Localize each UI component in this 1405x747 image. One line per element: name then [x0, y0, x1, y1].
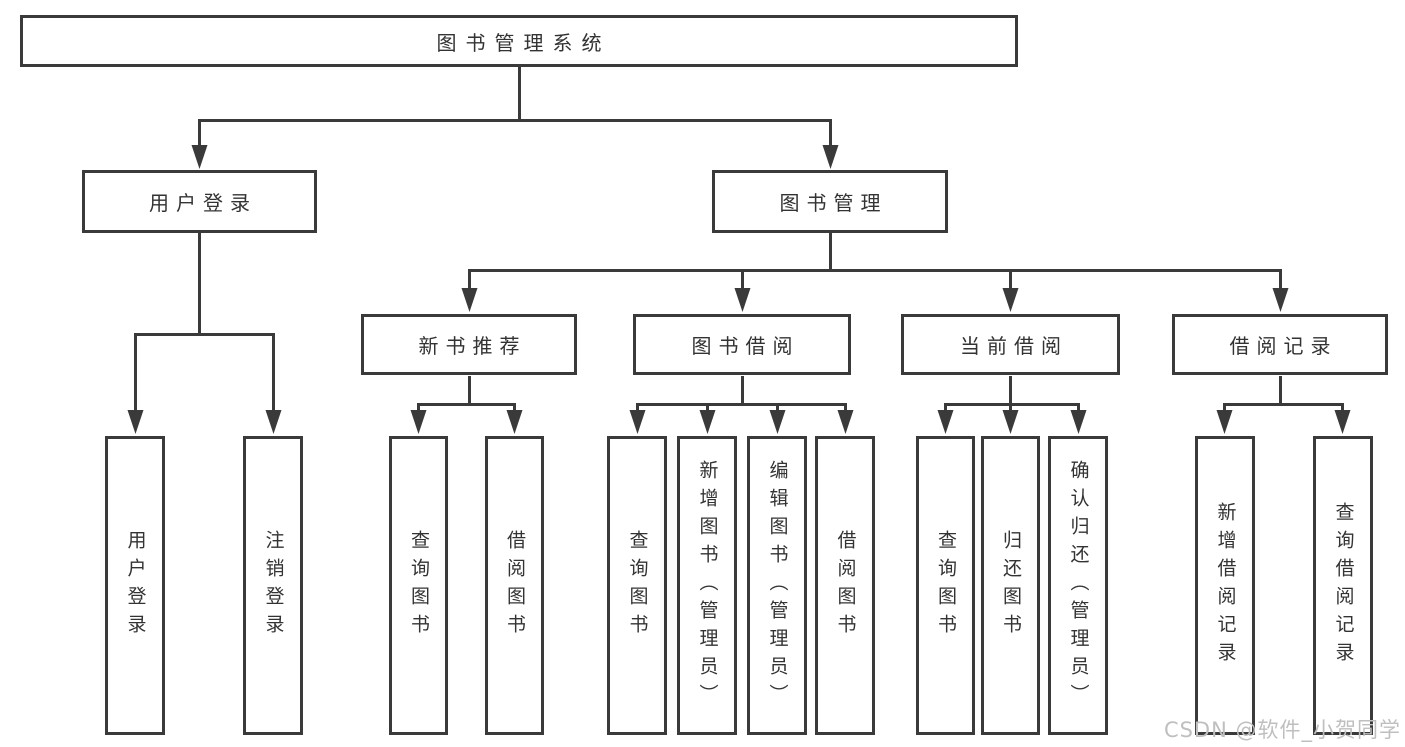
- node-label: 查询图书: [935, 529, 957, 642]
- arrowheads: [127, 145, 1351, 434]
- leaf-query-borrow-record: 查询借阅记录: [1313, 436, 1373, 735]
- node-label: 确认归还（管理员）: [1067, 459, 1090, 712]
- node-label: 新增借阅记录: [1214, 501, 1237, 670]
- node-label: 查询借阅记录: [1332, 501, 1355, 670]
- node-label: 用户登录: [149, 191, 257, 215]
- node-label: 编辑图书（管理员）: [766, 459, 789, 712]
- leaf-logout: 注销登录: [243, 436, 303, 735]
- leaf-query-books-recommend: 查询图书: [389, 436, 448, 735]
- leaf-edit-book-admin: 编辑图书（管理员）: [747, 436, 807, 735]
- node-label: 借阅记录: [1229, 334, 1338, 358]
- node-book-borrowing: 图书借阅: [633, 314, 851, 375]
- node-label: 图书管理: [779, 191, 888, 215]
- leaf-user-login: 用户登录: [105, 436, 165, 735]
- node-current-borrowing: 当前借阅: [901, 314, 1120, 375]
- node-label: 图书管理系统: [436, 30, 611, 55]
- node-user-login: 用户登录: [82, 170, 317, 233]
- node-label: 新增图书（管理员）: [696, 459, 719, 712]
- node-library-system: 图书管理系统: [20, 15, 1018, 67]
- leaf-add-book-admin: 新增图书（管理员）: [677, 436, 737, 735]
- node-label: 注销登录: [262, 529, 285, 642]
- node-label: 图书借阅: [691, 334, 800, 358]
- node-label: 借阅图书: [504, 529, 526, 642]
- leaf-query-books-current: 查询图书: [916, 436, 975, 735]
- leaf-borrow-books: 借阅图书: [815, 436, 875, 735]
- csdn-watermark: CSDN @软件_小贺同学: [1163, 718, 1401, 742]
- node-label: 当前借阅: [960, 334, 1068, 358]
- leaf-query-books-borrow: 查询图书: [607, 436, 667, 735]
- node-label: 用户登录: [124, 529, 147, 642]
- node-label: 归还图书: [1000, 529, 1022, 642]
- leaf-add-borrow-record: 新增借阅记录: [1195, 436, 1255, 735]
- node-label: 查询图书: [626, 529, 649, 642]
- leaf-confirm-return-admin: 确认归还（管理员）: [1048, 436, 1108, 735]
- node-label: 新书推荐: [418, 334, 527, 358]
- node-book-management: 图书管理: [712, 170, 948, 233]
- node-label: 借阅图书: [834, 529, 857, 642]
- node-borrowing-records: 借阅记录: [1172, 314, 1388, 375]
- leaf-return-book: 归还图书: [981, 436, 1040, 735]
- node-new-book-recommend: 新书推荐: [361, 314, 577, 375]
- leaf-borrow-books-recommend: 借阅图书: [485, 436, 544, 735]
- node-label: 查询图书: [408, 529, 430, 642]
